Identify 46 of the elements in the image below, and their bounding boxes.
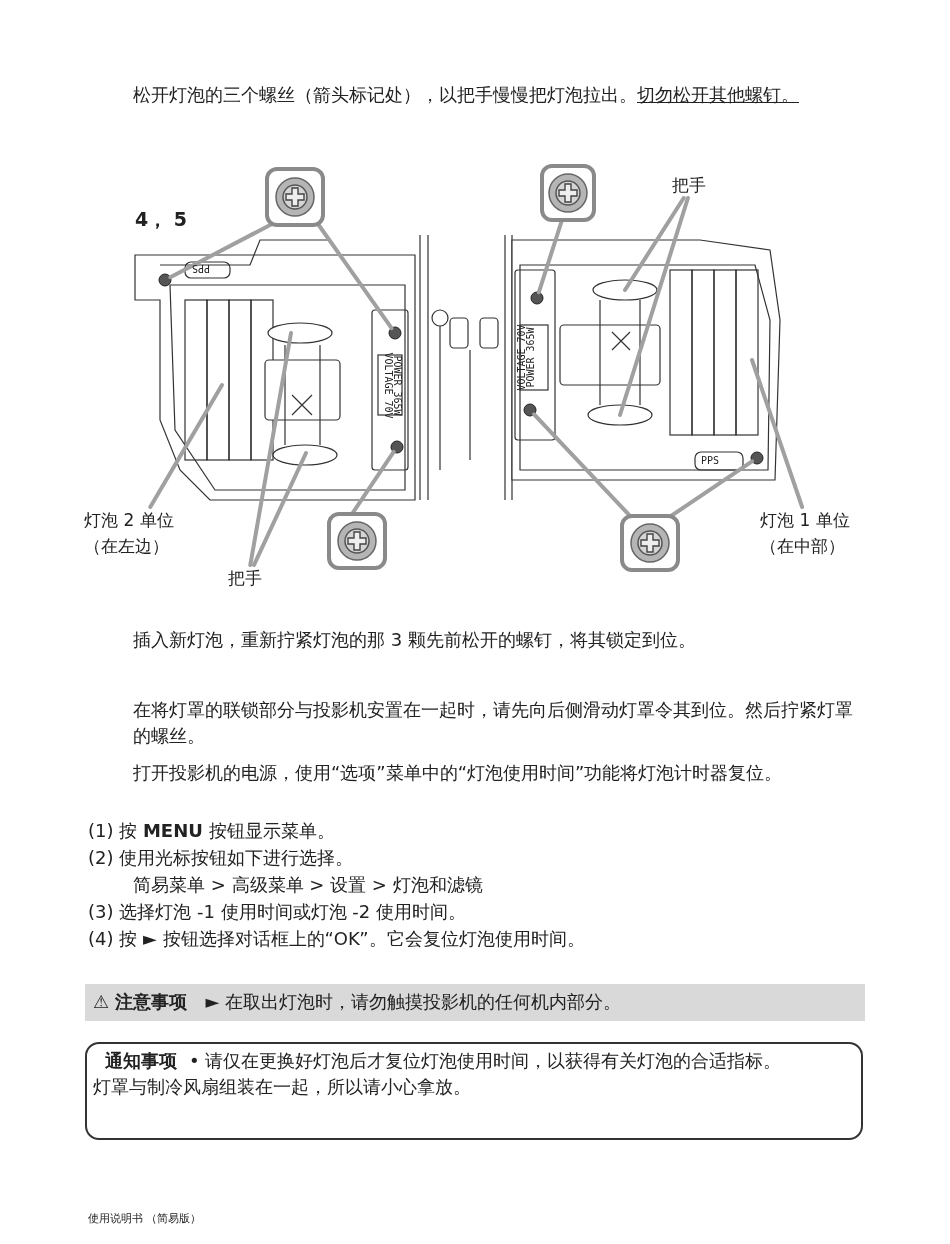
step-text: (3) 选择灯泡 -1 使用时间或灯泡 -2 使用时间。 <box>88 900 467 924</box>
menu-path-text: 简易菜单 > 高级菜单 > 设置 > 灯泡和滤镜 <box>133 873 484 897</box>
notice-text: 灯罩与制冷风扇组装在一起，所以请小心拿放。 <box>93 1075 472 1099</box>
caution-heading: ⚠ 注意事项 <box>93 991 188 1012</box>
step-text: (2) 使用光标按钮如下进行选择。 <box>88 846 355 870</box>
screw-head <box>530 291 544 305</box>
screw-callout <box>265 167 325 227</box>
screw-head <box>390 440 404 454</box>
panel-text: PPS <box>192 263 211 274</box>
screw-head <box>750 451 764 465</box>
instruction-text: 打开投影机的电源，使用“选项”菜单中的“灯泡使用时间”功能将灯泡计时器复位。 <box>133 761 784 785</box>
caution-text: ► 在取出灯泡时，请勿触摸投影机的任何机内部分。 <box>205 991 621 1012</box>
leader-line <box>618 196 690 417</box>
leader-line <box>248 331 293 567</box>
step-number: 4， 5 <box>135 207 189 232</box>
warning-text: 切勿松开其他螺钉。 <box>637 84 799 105</box>
leader-line <box>316 222 394 331</box>
screw-head <box>388 326 402 340</box>
instruction-text: 插入新灯泡，重新拧紧灯泡的那 3 颗先前松开的螺钉，将其锁定到位。 <box>133 628 697 652</box>
leader-line <box>750 358 805 509</box>
part-label: 灯泡 2 单位（在左边） <box>84 507 186 559</box>
leader-line <box>252 451 308 567</box>
screw-callout <box>327 512 387 570</box>
screw-callout <box>540 164 596 222</box>
part-label: 把手 <box>672 172 712 198</box>
leader-line <box>623 196 686 292</box>
leader-line <box>168 222 274 280</box>
leader-line <box>148 383 224 509</box>
panel-text: PPS <box>701 455 720 466</box>
screw-callout <box>620 514 680 572</box>
instruction-text: 松开灯泡的三个螺丝（箭头标记处），以把手慢慢把灯泡拉出。 <box>133 84 637 105</box>
panel-text: POWER 365W <box>524 327 536 388</box>
part-label: 灯泡 1 单位（在中部） <box>760 507 862 559</box>
panel-text: VOLTAGE 70V <box>382 352 394 419</box>
step-text: (4) 按 ► 按钮选择对话框上的“OK”。它会复位灯泡使用时间。 <box>88 927 586 951</box>
part-label: 把手 <box>228 565 268 591</box>
notice-text: • 请仅在更换好灯泡后才复位灯泡使用时间，以获得有关灯泡的合适指标。 <box>189 1050 782 1071</box>
step-text: (1) 按 MENU 按钮显示菜单。 <box>88 819 336 843</box>
notice-heading: 通知事项 <box>105 1050 177 1071</box>
notice-box <box>85 1042 863 1140</box>
caution-bar <box>85 984 865 1021</box>
instruction-text: 在将灯罩的联锁部分与投影机安置在一起时，请先向后侧滑动灯罩令其到位。然后拧紧灯罩的螺丝。 <box>133 698 854 748</box>
screw-head <box>158 273 172 287</box>
footer-text: 使用说明书 （简易版） <box>88 1212 203 1226</box>
screw-head <box>523 403 537 417</box>
panel-text: VOLTAGE 70V <box>515 324 527 391</box>
